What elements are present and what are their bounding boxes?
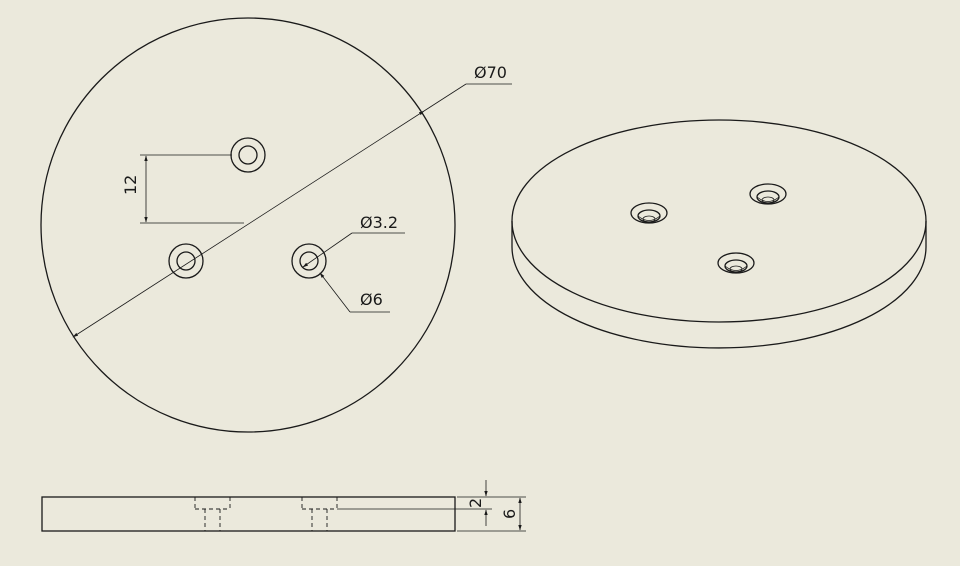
top-view: Ø70 12 Ø3.2 Ø6 xyxy=(40,17,512,433)
dimension-counterbore-diameter: Ø6 xyxy=(319,272,390,313)
hole-spacing-label: 12 xyxy=(121,175,140,195)
plate-thickness-label: 6 xyxy=(500,509,519,519)
disc-side xyxy=(511,221,927,349)
plate-outline xyxy=(41,496,456,532)
iso-hole-bottom xyxy=(717,252,755,274)
outer-diameter-label: Ø70 xyxy=(474,63,507,82)
dimension-hole-spacing: 12 xyxy=(121,154,244,224)
hole-diameter-label: Ø3.2 xyxy=(360,213,398,232)
disc-top-face xyxy=(511,119,927,323)
hole-lower-right xyxy=(291,243,327,279)
dimension-hole-diameter: Ø3.2 xyxy=(302,213,405,268)
disc-outline xyxy=(40,17,456,433)
counterbore-depth-label: 2 xyxy=(466,498,485,508)
counterbore-diameter-label: Ø6 xyxy=(360,290,383,309)
side-hole-left xyxy=(194,497,231,531)
hole-lower-left xyxy=(168,243,204,279)
side-view: 2 6 xyxy=(41,480,526,532)
isometric-view xyxy=(511,119,927,349)
iso-hole-left xyxy=(630,202,668,224)
dimension-outer-diameter: Ø70 xyxy=(72,63,512,338)
dimension-counterbore-depth: 2 xyxy=(337,480,492,526)
dimension-plate-thickness: 6 xyxy=(457,496,526,532)
iso-hole-right xyxy=(749,183,787,205)
hole-upper xyxy=(230,137,266,173)
side-hole-right xyxy=(301,497,338,531)
